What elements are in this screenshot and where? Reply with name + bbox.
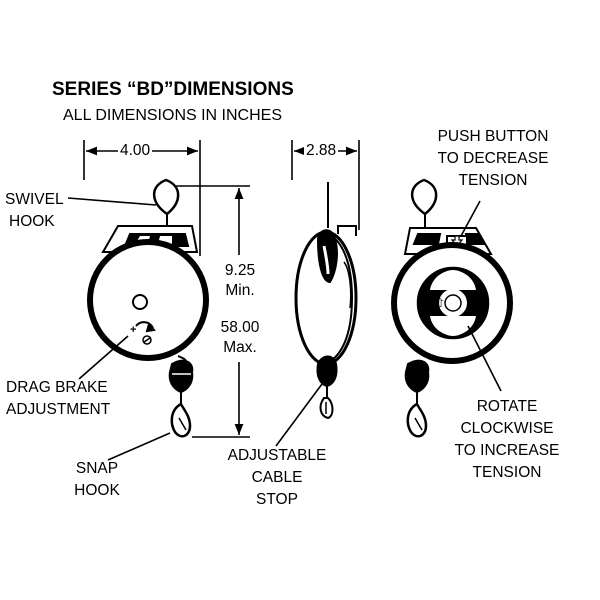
rear-swivel-hook	[410, 178, 438, 216]
dim-min-suffix: Min.	[225, 282, 255, 299]
label-push-button-line1: PUSH BUTTON	[437, 128, 549, 145]
svg-text:⇩✦: ⇩✦	[466, 296, 486, 310]
side-top-bracket	[337, 225, 357, 236]
rotate-knob	[416, 266, 490, 340]
label-cable-stop-line1: ADJUSTABLE	[227, 447, 327, 464]
label-swivel-hook-line1: SWIVEL	[5, 191, 64, 208]
side-view	[294, 182, 358, 420]
label-drag-brake-line2: ADJUSTMENT	[6, 401, 111, 418]
dim-max-suffix: Max.	[223, 339, 257, 356]
label-cable-stop-line2: CABLE	[251, 469, 303, 486]
dim-width-front: 4.00	[118, 141, 153, 161]
rear-view: ✦⇧ ⇩✦	[391, 178, 513, 438]
label-snap-hook-line2: HOOK	[74, 482, 120, 499]
label-rotate-line1: ROTATE	[476, 398, 538, 415]
dimension-lines	[83, 140, 360, 438]
svg-text:✦⇧: ✦⇧	[425, 296, 445, 310]
front-housing	[87, 239, 209, 361]
label-push-button-line2: TO DECREASE	[437, 150, 549, 167]
front-cable-stop	[168, 359, 194, 394]
label-snap-hook-line1: SNAP	[75, 460, 119, 477]
leader-lines	[67, 197, 502, 461]
label-rotate-line4: TENSION	[472, 464, 542, 481]
dim-width-side: 2.88	[304, 141, 339, 161]
dim-max-value: 58.00	[220, 319, 260, 336]
drag-brake-icon: +	[130, 321, 156, 345]
dim-min-value: 9.25	[224, 262, 256, 279]
front-hub	[132, 294, 148, 310]
svg-text:+: +	[130, 324, 136, 336]
label-rotate-line3: TO INCREASE	[454, 442, 560, 459]
label-drag-brake-line1: DRAG BRAKE	[6, 379, 108, 396]
side-lever	[316, 229, 338, 284]
front-view: +	[87, 178, 209, 438]
diagram-title: SERIES “BD”DIMENSIONS	[52, 79, 294, 100]
rear-cable-stop	[404, 359, 430, 394]
swivel-hook	[152, 178, 180, 216]
label-swivel-hook-line2: HOOK	[9, 213, 55, 230]
label-push-button-line3: TENSION	[458, 172, 528, 189]
diagram-subtitle: ALL DIMENSIONS IN INCHES	[63, 107, 283, 124]
side-cable-stop	[316, 355, 338, 388]
label-cable-stop-line3: STOP	[256, 491, 298, 508]
label-rotate-line2: CLOCKWISE	[460, 420, 554, 437]
